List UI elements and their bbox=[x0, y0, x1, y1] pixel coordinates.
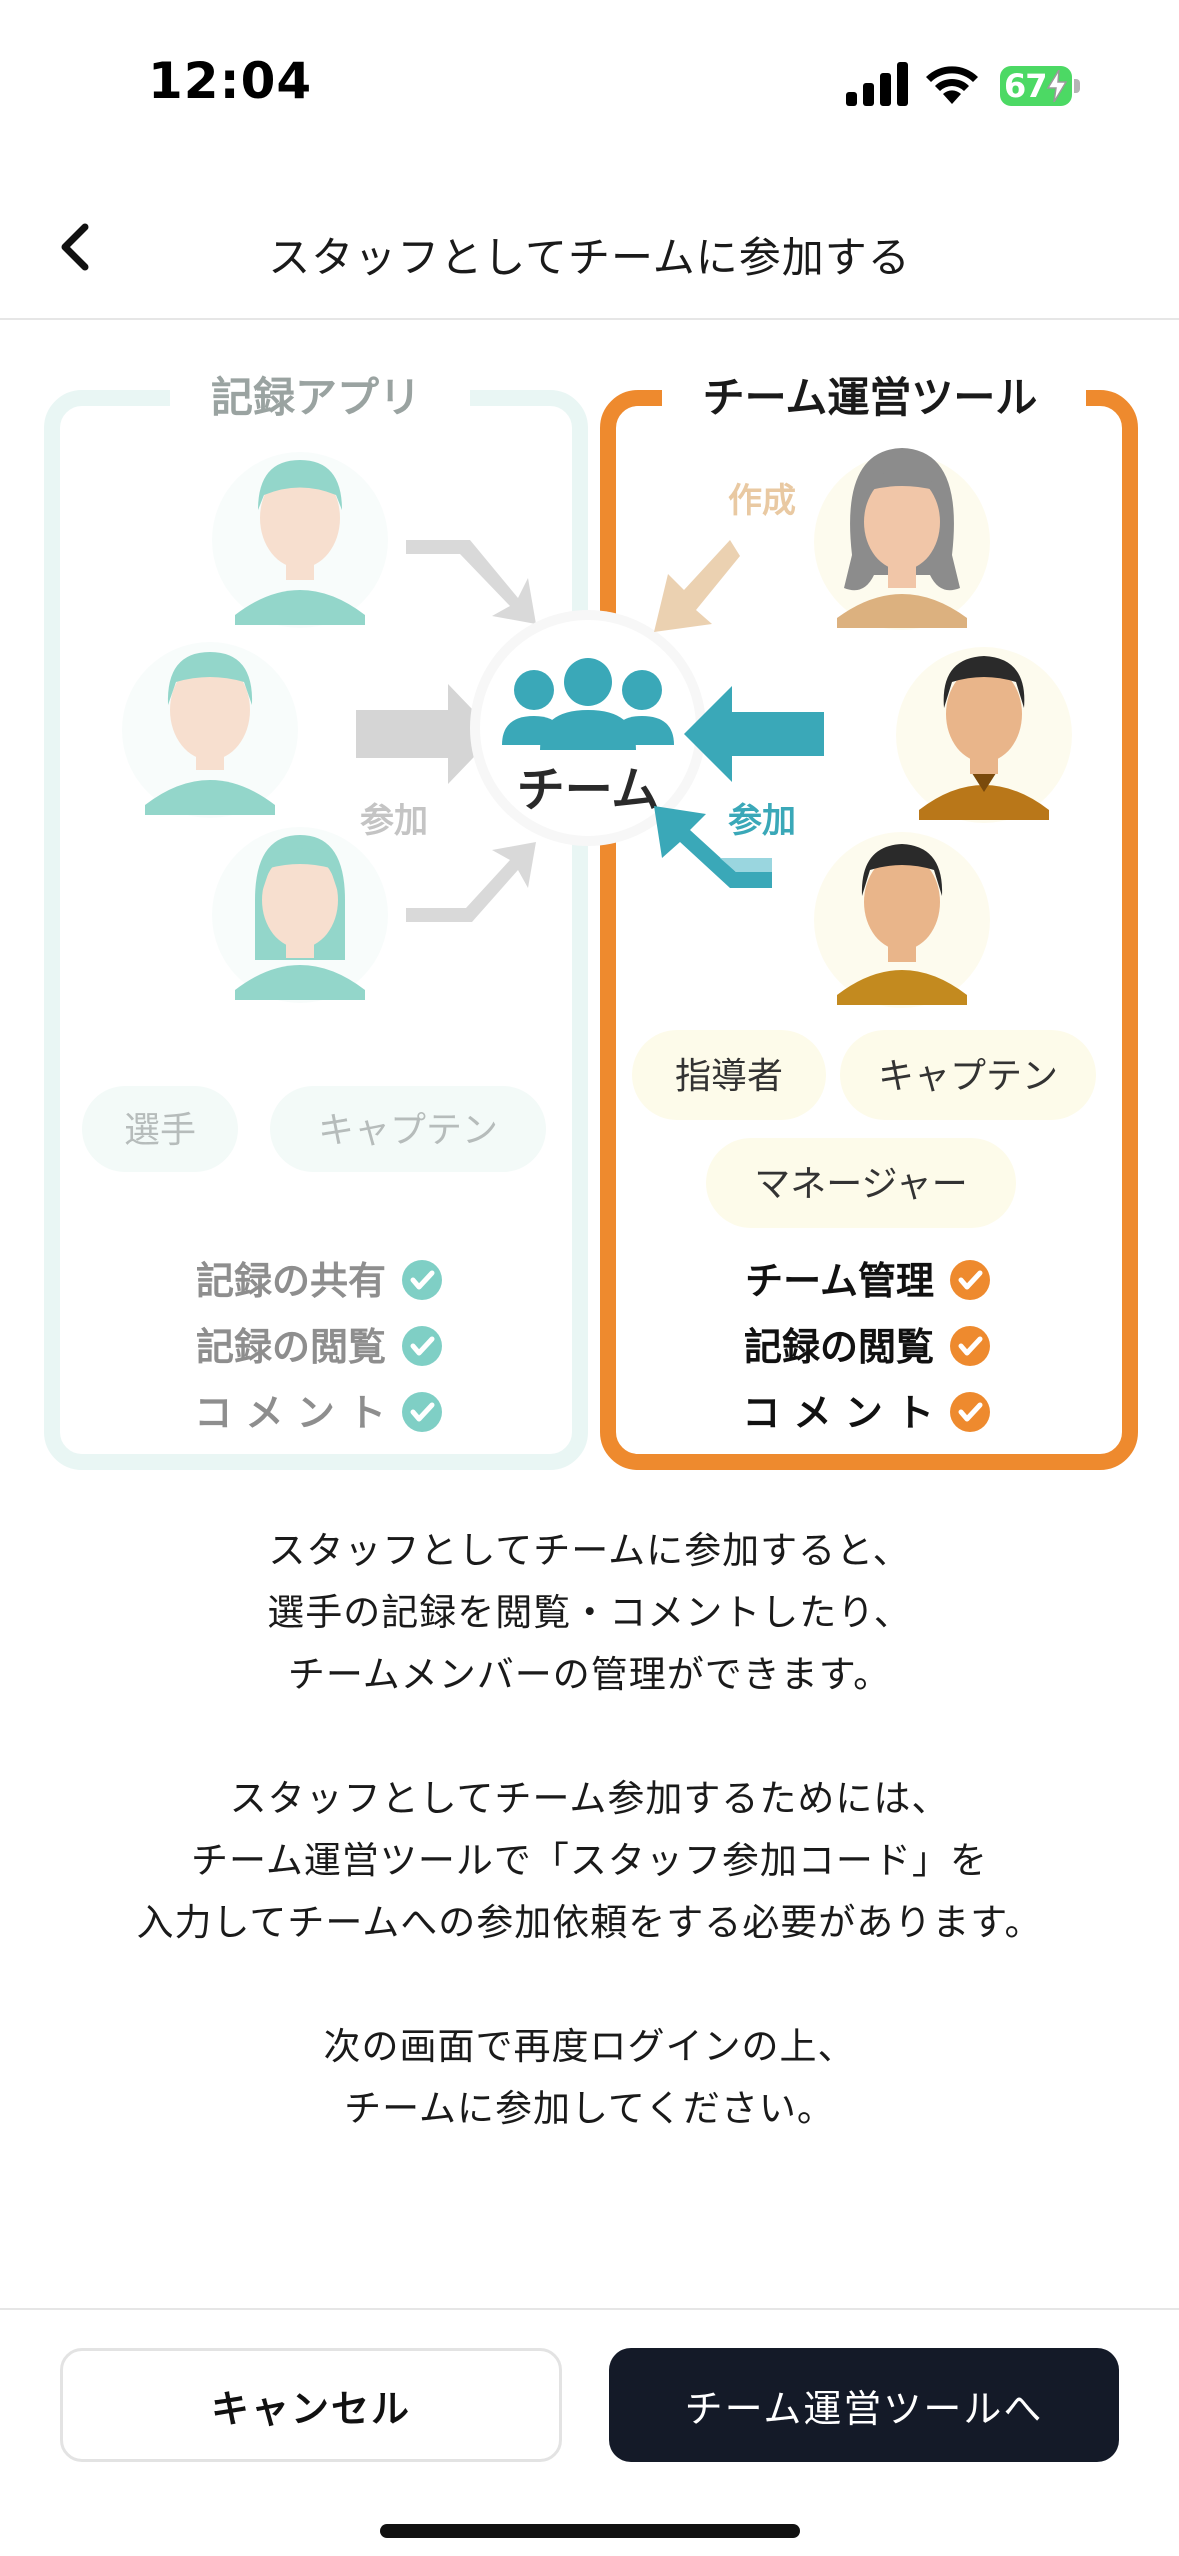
battery-icon: 67 bbox=[1000, 66, 1080, 106]
cancel-button[interactable]: キャンセル bbox=[60, 2348, 562, 2462]
go-to-team-tool-button[interactable]: チーム運営ツールへ bbox=[609, 2348, 1119, 2462]
role-pill-captain: キャプテン bbox=[878, 1056, 1058, 1097]
feature-comment: コ メ ン ト bbox=[742, 1391, 934, 1435]
feature-comment: コ メ ン ト bbox=[194, 1391, 386, 1435]
right-join-label: 参加 bbox=[728, 801, 796, 841]
role-pill-coach: 指導者 bbox=[675, 1056, 783, 1097]
battery-level: 67 bbox=[1004, 67, 1048, 105]
arrow-right-icon bbox=[356, 684, 496, 784]
back-button[interactable] bbox=[40, 212, 110, 282]
description-line: 選手の記録を閲覧・コメントしたり、 bbox=[267, 1591, 912, 1634]
player-avatar-1 bbox=[212, 452, 388, 628]
left-join-label: 参加 bbox=[360, 801, 428, 841]
footer-actions: キャンセル チーム運営ツールへ bbox=[0, 2308, 1179, 2556]
left-role-pills: 選手 キャプテン bbox=[82, 1086, 546, 1172]
arrow-up-left-icon bbox=[654, 806, 772, 888]
arrow-left-icon bbox=[684, 686, 824, 782]
left-feature-list: 記録の共有 記録の閲覧 コ メ ン ト bbox=[194, 1259, 442, 1435]
description-line: 次の画面で再度ログインの上、 bbox=[323, 2025, 856, 2068]
team-label: チーム bbox=[517, 762, 660, 818]
check-icon bbox=[950, 1326, 990, 1366]
home-indicator[interactable] bbox=[380, 2524, 800, 2538]
wifi-icon bbox=[926, 66, 978, 104]
arrow-right-icon bbox=[406, 540, 536, 624]
feature-record-viewing: 記録の閲覧 bbox=[196, 1325, 386, 1369]
status-bar: 12:04 67 bbox=[0, 0, 1179, 160]
player-avatar-2 bbox=[122, 642, 298, 818]
description-line: チームメンバーの管理ができます。 bbox=[287, 1653, 892, 1696]
team-tool-title: チーム運営ツール bbox=[703, 373, 1038, 422]
cellular-signal-icon bbox=[846, 62, 908, 106]
staff-avatar-2 bbox=[896, 647, 1072, 823]
check-icon bbox=[950, 1392, 990, 1432]
staff-avatar-3 bbox=[814, 832, 990, 1008]
charging-bolt-icon bbox=[1046, 70, 1068, 102]
description-line: スタッフとしてチームに参加すると、 bbox=[268, 1529, 911, 1572]
description-paragraph-3: 次の画面で再度ログインの上、 チームに参加してください。 bbox=[0, 2016, 1179, 2140]
right-arrows bbox=[654, 540, 824, 888]
team-hub: チーム bbox=[470, 610, 706, 846]
check-icon bbox=[950, 1260, 990, 1300]
player-avatar-3 bbox=[212, 827, 388, 1003]
description-line: スタッフとしてチーム参加するためには、 bbox=[229, 1777, 950, 1820]
feature-record-viewing: 記録の閲覧 bbox=[744, 1325, 934, 1369]
right-role-pills: 指導者 キャプテン マネージャー bbox=[632, 1030, 1096, 1228]
description-paragraph-1: スタッフとしてチームに参加すると、 選手の記録を閲覧・コメントしたり、 チームメ… bbox=[0, 1520, 1179, 1706]
description-paragraph-2: スタッフとしてチーム参加するためには、 チーム運営ツールで「スタッフ参加コード」… bbox=[0, 1768, 1179, 1954]
role-pill-captain: キャプテン bbox=[318, 1110, 498, 1151]
description-line: 入力してチームへの参加依頼をする必要があります。 bbox=[136, 1901, 1043, 1944]
status-time: 12:04 bbox=[148, 52, 313, 110]
page-title: スタッフとしてチームに参加する bbox=[268, 233, 911, 282]
feature-record-sharing: 記録の共有 bbox=[196, 1259, 386, 1303]
description: スタッフとしてチームに参加すると、 選手の記録を閲覧・コメントしたり、 チームメ… bbox=[0, 1520, 1179, 2202]
description-line: チーム運営ツールで「スタッフ参加コード」を bbox=[191, 1839, 988, 1882]
team-participation-illustration: 記録アプリ チーム運営ツール 参加 bbox=[44, 370, 1138, 1470]
check-icon bbox=[402, 1392, 442, 1432]
role-pill-manager: マネージャー bbox=[754, 1164, 967, 1205]
right-feature-list: チーム管理 記録の閲覧 コ メ ン ト bbox=[742, 1259, 990, 1435]
check-icon bbox=[402, 1260, 442, 1300]
navigation-header: スタッフとしてチームに参加する bbox=[0, 180, 1179, 320]
create-label: 作成 bbox=[728, 481, 796, 521]
create-arrow-icon bbox=[654, 540, 740, 632]
check-icon bbox=[402, 1326, 442, 1366]
arrow-right-icon bbox=[406, 842, 536, 922]
description-line: チームに参加してください。 bbox=[344, 2087, 835, 2130]
role-pill-player: 選手 bbox=[124, 1110, 196, 1151]
feature-team-management: チーム管理 bbox=[745, 1259, 934, 1303]
record-app-title: 記録アプリ bbox=[211, 373, 421, 422]
chevron-left-icon bbox=[61, 223, 89, 271]
staff-avatar-1 bbox=[814, 448, 990, 630]
team-group-icon bbox=[502, 658, 674, 750]
left-arrows bbox=[356, 540, 536, 922]
